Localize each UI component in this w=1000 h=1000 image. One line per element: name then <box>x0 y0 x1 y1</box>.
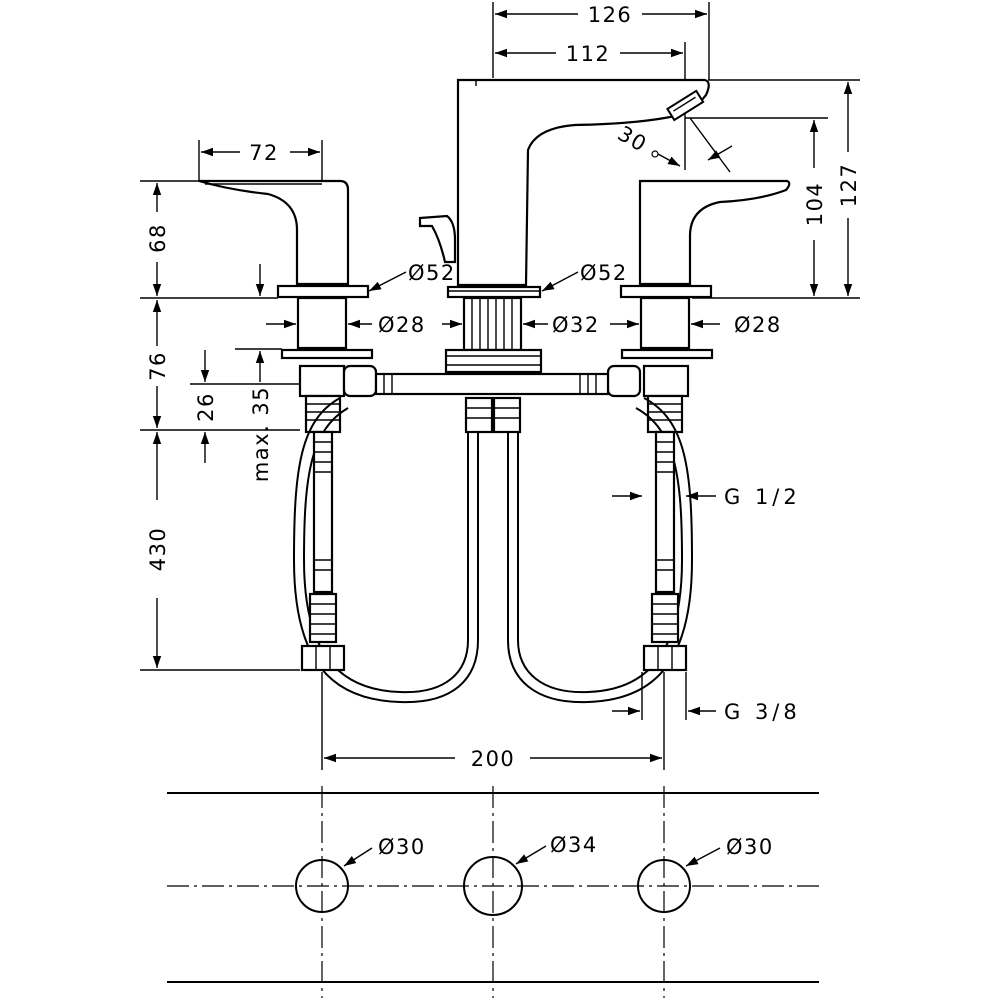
dim-430: 430 <box>146 527 170 572</box>
left-handle-valve <box>198 179 374 434</box>
dim-68: 68 <box>146 223 170 253</box>
dim-104: 104 <box>803 182 827 227</box>
dim-hole-dia-left: Ø30 <box>378 835 426 859</box>
dim-thread-g-three-eighths: G 3/8 <box>724 700 801 724</box>
dim-shank-dia-right: Ø28 <box>734 313 782 337</box>
dim-base-dia-right: Ø52 <box>580 261 628 285</box>
dim-hole-dia-right: Ø30 <box>726 835 774 859</box>
dim-112: 112 <box>566 42 611 66</box>
hole-right <box>637 859 691 913</box>
hole-left <box>295 859 349 913</box>
dim-max-35: max. 35 <box>249 386 273 482</box>
dim-127: 127 <box>837 163 861 208</box>
dim-shank-dia-center: Ø32 <box>552 313 600 337</box>
dim-shank-dia-left: Ø28 <box>378 313 426 337</box>
dim-hole-dia-center: Ø34 <box>550 833 598 857</box>
deck-hole-pattern <box>167 786 819 998</box>
extension-lines <box>140 2 860 770</box>
dim-30-angle: 30 <box>614 121 652 157</box>
dimension-lines <box>152 9 853 763</box>
connection-pipe <box>342 364 642 398</box>
dim-thread-g-half: G 1/2 <box>724 485 801 509</box>
right-handle-valve <box>619 179 791 434</box>
dim-72: 72 <box>249 141 279 165</box>
dim-200: 200 <box>471 747 516 771</box>
dim-base-dia-left: Ø52 <box>408 261 456 285</box>
dim-76: 76 <box>146 351 170 381</box>
dimension-labels: 126 112 72 30 127 104 68 76 26 max. 35 4… <box>146 3 861 859</box>
spout-lever <box>418 214 457 264</box>
hole-center <box>463 856 523 916</box>
spout <box>418 78 710 374</box>
flex-hoses <box>292 396 694 704</box>
dim-26: 26 <box>194 392 218 422</box>
dim-126: 126 <box>588 3 633 27</box>
